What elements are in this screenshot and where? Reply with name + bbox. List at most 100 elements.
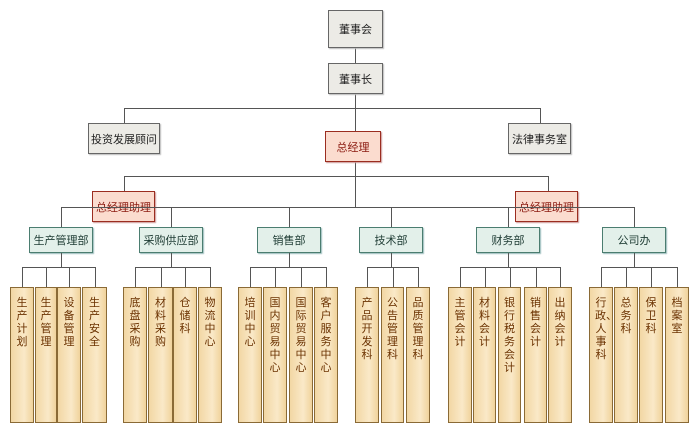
connector-line [185,267,186,287]
unit-label: 生产计划 [16,296,28,348]
connector-line [250,267,251,287]
unit-label: 销售会计 [530,296,541,348]
department-box: 技术部 [359,227,423,253]
connector-line [391,253,392,267]
unit-box: 材料采购 [148,287,173,423]
connector-line [124,108,125,123]
connector-line [460,267,461,287]
department-box: 生产管理部 [29,227,93,253]
connector-line [210,267,211,287]
connector-line [634,207,635,227]
unit-box: 银行税务会计 [498,287,521,423]
unit-label: 材料采购 [155,296,166,348]
connector-line [61,207,635,208]
unit-box: 生产安全 [82,287,107,423]
connector-line [124,176,125,191]
connector-line [392,267,394,287]
unit-label: 仓储科 [179,296,191,335]
connector-line [391,207,392,227]
connector-line [509,267,511,287]
connector-line [626,267,627,287]
connector-line [418,267,419,287]
unit-box: 客户服务中心 [314,287,338,423]
connector-line [367,267,368,287]
department-box: 销售部 [257,227,321,253]
connector-line [289,253,290,267]
unit-label: 培训中心 [244,296,256,348]
unit-box: 国内贸易中心 [263,287,287,423]
connector-line [61,207,62,227]
connector-line [601,267,602,287]
assistant-box: 总经理助理 [92,191,155,222]
department-box: 公司办 [602,227,666,253]
connector-line [601,267,678,268]
assistant-box: 总经理助理 [515,191,578,222]
unit-label: 国际贸易中心 [295,296,307,374]
unit-label: 出纳会计 [554,296,566,348]
unit-box: 生产计划 [10,287,34,423]
unit-box: 物流中心 [198,287,222,423]
unit-box: 生产管理 [35,287,57,423]
unit-label: 保卫科 [645,296,657,335]
connector-line [250,267,327,268]
general-manager-box: 总经理 [325,131,381,162]
unit-box: 销售会计 [524,287,547,423]
advisor-box: 投资发展顾问 [88,123,160,154]
connector-line [535,267,537,287]
connector-line [677,267,678,287]
unit-box: 档案室 [665,287,689,423]
connector-line [135,267,211,268]
unit-box: 行政、人事科 [589,287,617,423]
connector-line [289,207,290,227]
connector-line [508,253,509,267]
connector-line [135,267,136,287]
legal-box: 法律事务室 [508,123,571,154]
unit-label: 公告管理科 [387,296,398,361]
connector-line [160,267,162,287]
unit-box: 产品开发科 [355,287,379,423]
unit-box: 出纳会计 [548,287,572,423]
unit-label: 生产管理 [40,296,52,348]
connector-line [22,267,23,287]
unit-box: 主管会计 [448,287,472,423]
unit-label: 客户服务中心 [320,296,332,374]
connector-line [540,108,541,123]
connector-line [355,48,356,63]
unit-label: 档案室 [671,296,683,335]
connector-line [508,207,509,227]
connector-line [651,267,652,287]
unit-label: 材料会计 [479,296,490,348]
unit-label: 底盘采购 [129,296,141,348]
department-box: 采购供应部 [139,227,203,253]
connector-line [171,253,172,267]
unit-label: 品质管理科 [412,296,424,361]
connector-line [560,267,561,287]
unit-box: 品质管理科 [406,287,430,423]
unit-box: 设备管理 [57,287,81,423]
connector-line [69,267,70,287]
connector-line [61,253,62,267]
connector-line [460,267,561,268]
connector-line [94,267,96,287]
unit-label: 产品开发科 [361,296,373,361]
board-box: 董事会 [328,10,383,48]
unit-box: 材料会计 [473,287,496,423]
unit-label: 主管会计 [454,296,466,348]
unit-box: 保卫科 [639,287,663,423]
unit-label: 设备管理 [63,296,75,348]
unit-box: 培训中心 [238,287,262,423]
unit-box: 公告管理科 [381,287,404,423]
department-box: 财务部 [476,227,540,253]
connector-line [46,267,47,287]
unit-label: 银行税务会计 [504,296,515,374]
unit-box: 仓储科 [173,287,197,423]
connector-line [275,267,276,287]
unit-box: 总务科 [614,287,638,423]
unit-label: 国内贸易中心 [269,296,281,374]
unit-label: 生产安全 [89,296,100,348]
chairman-box: 董事长 [328,63,383,94]
connector-line [484,267,486,287]
unit-box: 国际贸易中心 [289,287,313,423]
connector-line [301,267,302,287]
